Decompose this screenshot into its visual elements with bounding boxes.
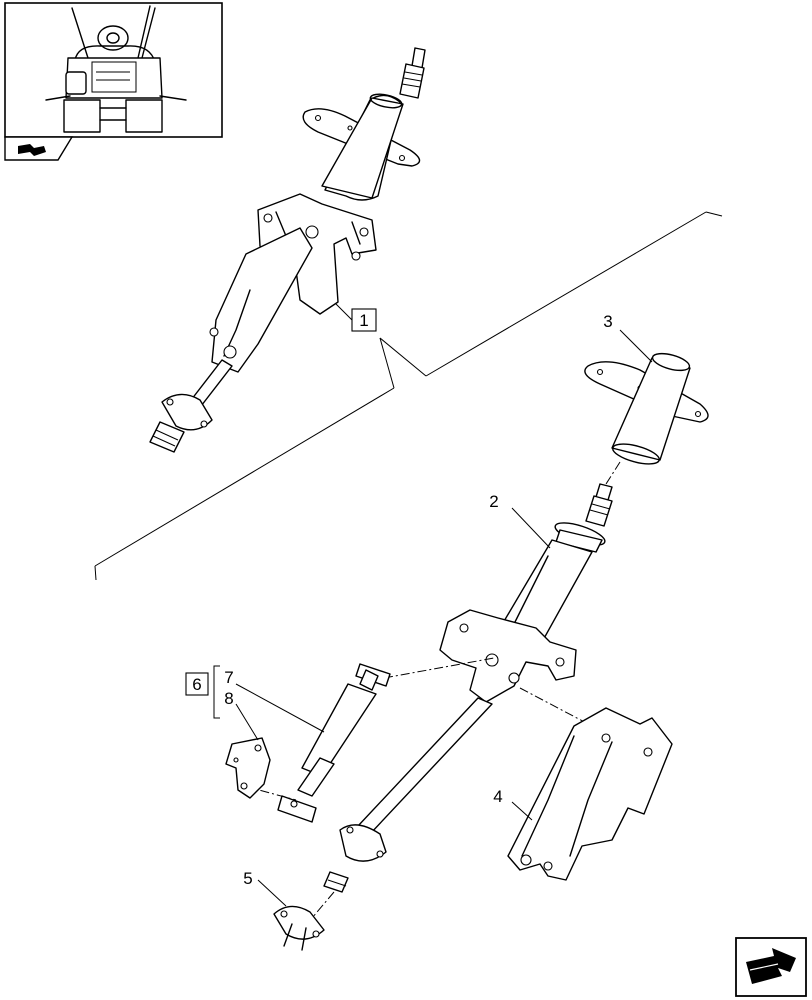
assembly-line-flange [311, 891, 335, 919]
callout-2[interactable]: 2 [489, 492, 498, 511]
callout-5[interactable]: 5 [243, 869, 252, 888]
tractor-cab-thumbnail [45, 5, 187, 133]
assembly-line-upper [383, 657, 495, 679]
flange-sleeve-part [584, 352, 709, 465]
callout-leaders [213, 329, 653, 907]
divider-lines [94, 211, 723, 581]
callout-1[interactable]: 1 [351, 308, 377, 332]
lower-flange-part [273, 905, 325, 951]
callout-8[interactable]: 8 [224, 689, 233, 708]
callout-1-label: 1 [359, 311, 368, 330]
steering-column-part [323, 461, 621, 893]
gas-strut-part [277, 663, 391, 823]
callout-6[interactable]: 6 [185, 672, 209, 696]
small-bracket-part [225, 737, 271, 799]
location-thumbnail[interactable] [4, 2, 223, 161]
callout-4[interactable]: 4 [493, 787, 502, 806]
callout-7[interactable]: 7 [224, 668, 233, 687]
callout-3[interactable]: 3 [603, 312, 612, 331]
next-page-arrow-icon[interactable] [735, 937, 807, 997]
support-bracket-part [507, 707, 673, 881]
arrow-badge-icon [4, 136, 74, 161]
callout-6-label: 6 [192, 675, 201, 694]
steering-column-assembly-upper [149, 47, 426, 453]
